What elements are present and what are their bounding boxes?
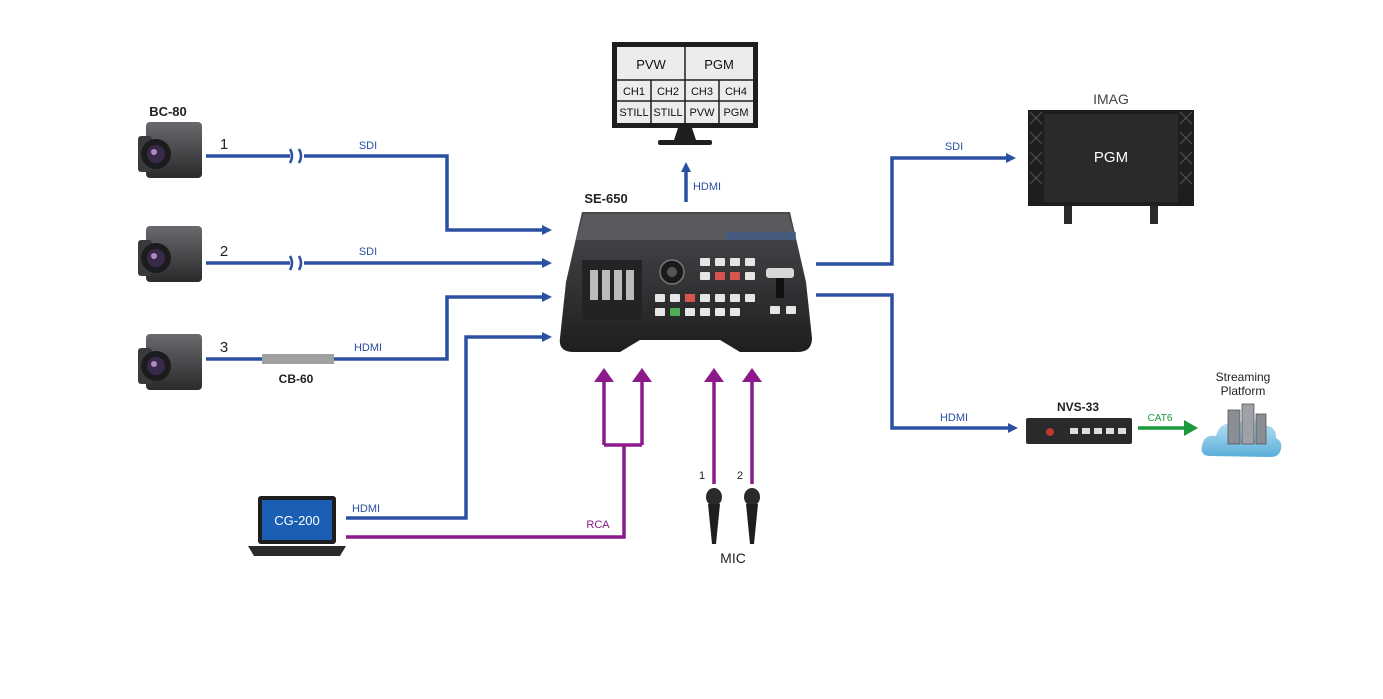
streaming-label-line1: Streaming	[1216, 370, 1271, 384]
converter-label: CB-60	[279, 372, 314, 386]
camera-1-number: 1	[220, 136, 228, 153]
camera-1	[138, 122, 202, 178]
camera-3-number: 3	[220, 339, 228, 356]
monitor-cell-pvw-small: PVW	[689, 107, 715, 119]
audio-arrow-icon	[632, 368, 652, 382]
monitor-cell-ch2: CH2	[657, 86, 679, 98]
link-imag-sdi	[816, 153, 1016, 266]
monitor-cell-ch1: CH1	[623, 86, 645, 98]
cable-break-icon	[288, 148, 303, 164]
mic-label: MIC	[720, 550, 746, 566]
link-laptop-hdmi-label: HDMI	[352, 503, 380, 515]
laptop-name: CG-200	[274, 513, 320, 528]
audio-arrow-icon	[704, 368, 724, 382]
encoder-device	[1026, 418, 1132, 444]
monitor-cell-ch3: CH3	[691, 86, 713, 98]
network-arrow-icon	[1184, 420, 1198, 436]
monitor-cell-ch4: CH4	[725, 86, 747, 98]
link-camera-2-label: SDI	[359, 246, 377, 258]
link-camera-1-sdi	[206, 154, 552, 235]
mic-1-number: 1	[699, 470, 705, 482]
camera-2-number: 2	[220, 243, 228, 260]
converter-cable	[262, 354, 334, 364]
streaming-label-line2: Platform	[1221, 384, 1266, 398]
link-camera-3-hdmi	[206, 292, 552, 361]
link-switcher-monitor-label: HDMI	[693, 181, 721, 193]
camera-3	[138, 334, 202, 390]
cloud-server-icon	[1201, 403, 1282, 457]
audio-arrow-icon	[594, 368, 614, 382]
imag-screen	[1028, 110, 1194, 224]
monitor-cell-pvw: PVW	[636, 57, 666, 72]
monitor-cell-still-2: STILL	[653, 107, 682, 119]
link-imag-label: SDI	[945, 141, 963, 153]
link-laptop-rca-label: RCA	[586, 519, 610, 531]
link-encoder-hdmi	[816, 293, 1018, 433]
link-laptop-rca	[346, 382, 644, 539]
monitor-cell-still-1: STILL	[619, 107, 648, 119]
multiview-monitor	[612, 42, 758, 145]
link-mic-audio	[712, 382, 754, 484]
imag-screen-label: PGM	[1094, 149, 1128, 166]
monitor-cell-pgm: PGM	[704, 57, 734, 72]
link-laptop-hdmi	[346, 332, 552, 520]
cable-break-icon	[288, 255, 303, 271]
encoder-name: NVS-33	[1057, 400, 1099, 414]
microphone-icon	[744, 488, 760, 544]
link-streaming-label: CAT6	[1148, 413, 1173, 424]
monitor-cell-pgm-small: PGM	[723, 107, 748, 119]
mic-2-number: 2	[737, 470, 743, 482]
microphone-icon	[706, 488, 722, 544]
link-camera-1-label: SDI	[359, 140, 377, 152]
camera-2	[138, 226, 202, 282]
camera-model-label: BC-80	[149, 104, 187, 119]
link-encoder-label: HDMI	[940, 412, 968, 424]
audio-arrow-icon	[742, 368, 762, 382]
switcher-name: SE-650	[584, 191, 627, 206]
imag-title: IMAG	[1093, 91, 1129, 107]
laptop-icon	[248, 496, 346, 556]
link-camera-3-label: HDMI	[354, 342, 382, 354]
switcher-device	[559, 212, 812, 352]
